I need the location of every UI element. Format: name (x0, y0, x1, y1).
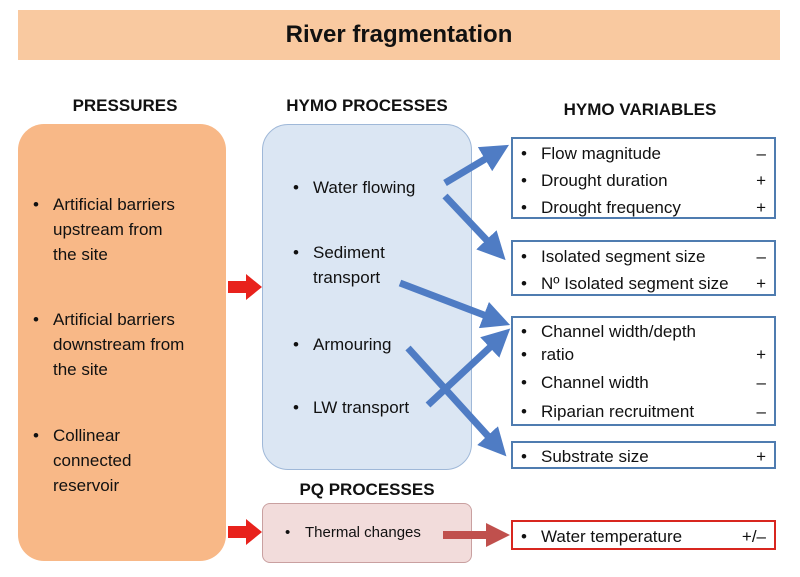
hymo-processes-panel: Water flowing Sediment transport Armouri… (262, 124, 472, 470)
effect-sign: +/– (741, 527, 766, 546)
variables-group-substrate: Substrate size + (511, 441, 776, 469)
effect-sign: – (756, 144, 766, 163)
effect-sign: + (756, 274, 766, 293)
pressure-item-downstream: Artificial barriers downstream from the … (33, 307, 184, 382)
process-sediment-transport: Sediment transport (293, 240, 385, 290)
diagram-title: River fragmentation (285, 21, 513, 48)
arrow-armouring-to-substrate (405, 345, 507, 457)
effect-sign: – (756, 247, 766, 266)
effect-sign: – (756, 373, 766, 392)
pressure-item-upstream: Artificial barriers upstream from the si… (33, 192, 175, 267)
effect-sign: + (756, 447, 766, 466)
effect-sign: + (756, 171, 766, 190)
process-thermal-changes: Thermal changes (285, 522, 421, 544)
variables-group-flow: Flow magnitude – Drought duration + Drou… (511, 137, 776, 219)
title-banner: River fragmentation (18, 10, 780, 60)
arrow-water-flowing-to-segments (442, 193, 506, 261)
arrow-lw-to-channel (425, 328, 511, 408)
heading-pq-processes: PQ PROCESSES (299, 480, 435, 499)
arrow-sediment-to-channel (398, 279, 511, 329)
process-lw-transport: LW transport (293, 395, 409, 420)
pressures-panel: Artificial barriers upstream from the si… (18, 124, 226, 561)
heading-hymo-variables: HYMO VARIABLES (563, 100, 717, 119)
heading-pressures: PRESSURES (72, 96, 178, 115)
arrow-pressures-to-pq (228, 519, 262, 545)
effect-sign: – (756, 402, 766, 421)
variables-group-channel: Channel width/depth ratio + Channel widt… (511, 316, 776, 426)
effect-sign: + (756, 198, 766, 217)
variables-group-temperature: Water temperature +/– (511, 520, 776, 550)
variables-group-segments: Isolated segment size – Nº Isolated segm… (511, 240, 776, 296)
arrow-water-flowing-to-flow (443, 144, 510, 187)
effect-sign: + (756, 345, 766, 364)
arrow-pressures-to-hymo (228, 274, 262, 300)
pressure-item-reservoir: Collinear connected reservoir (33, 423, 132, 498)
pq-processes-panel: Thermal changes (262, 503, 472, 563)
heading-hymo-processes: HYMO PROCESSES (286, 96, 448, 115)
process-water-flowing: Water flowing (293, 175, 415, 200)
process-armouring: Armouring (293, 332, 392, 357)
